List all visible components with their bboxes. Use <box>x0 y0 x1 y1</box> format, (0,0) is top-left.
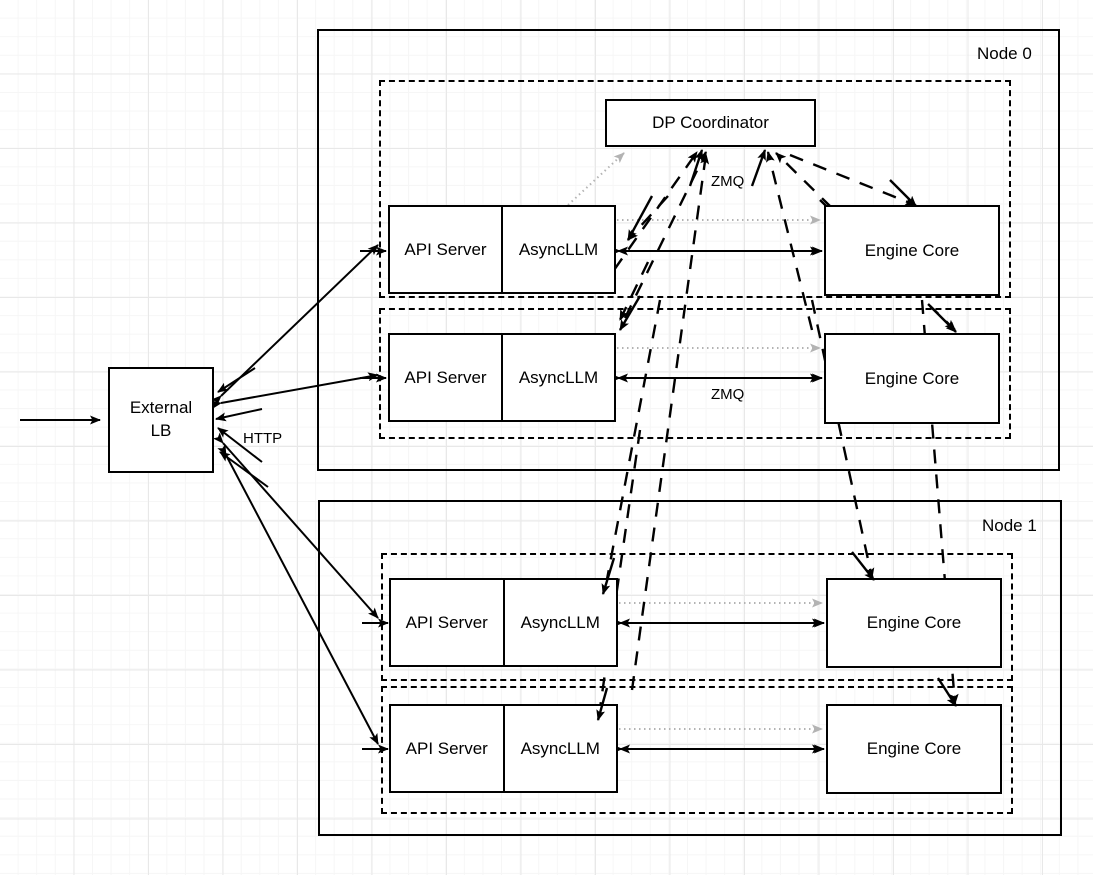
api-server-label: API Server <box>404 367 487 387</box>
node-0-dp-1-api-server-box[interactable]: API Server AsyncLLM <box>388 333 616 422</box>
external-lb-label-line1: External <box>129 398 193 418</box>
node-1-dp-0-api-server-label-cell: API Server <box>391 580 503 665</box>
node-0-dp-group-0 <box>379 80 1011 298</box>
engine-core-label: Engine Core <box>866 613 962 632</box>
external-lb-label-line2: LB <box>150 421 172 440</box>
api-server-label: API Server <box>404 239 487 259</box>
node-0-dp-1-async-llm-label-cell: AsyncLLM <box>501 335 614 420</box>
async-llm-label: AsyncLLM <box>518 367 599 387</box>
node-0-dp-0-api-server-box[interactable]: API Server AsyncLLM <box>388 205 616 294</box>
node-1-dp-1-api-server-label-cell: API Server <box>391 706 503 791</box>
engine-core-label: Engine Core <box>866 739 962 758</box>
node-0-dp-0-api-server-label-cell: API Server <box>390 207 501 292</box>
http-edge-label: HTTP <box>243 430 283 447</box>
node-0-dp-0-async-llm-label-cell: AsyncLLM <box>501 207 614 292</box>
engine-core-label: Engine Core <box>864 368 960 388</box>
node-1-dp-0-engine-core-box[interactable]: Engine Core <box>826 578 1002 668</box>
api-server-label: API Server <box>405 738 488 758</box>
node-1-dp-0-api-server-box[interactable]: API Server AsyncLLM <box>389 578 618 667</box>
node-1-dp-1-engine-core-box[interactable]: Engine Core <box>826 704 1002 794</box>
async-llm-label: AsyncLLM <box>520 738 600 758</box>
node-1-frame <box>318 500 1062 836</box>
node-1-label: Node 1 <box>982 516 1037 535</box>
node-0-label: Node 0 <box>977 44 1032 63</box>
node-0-dp-1-api-server-label-cell: API Server <box>390 335 501 420</box>
external-lb-box[interactable]: External LB <box>108 367 214 473</box>
node-1-dp-group-0 <box>381 553 1013 681</box>
node-1-dp-1-async-llm-label-cell: AsyncLLM <box>502 706 617 791</box>
zmq-edge-label-top: ZMQ <box>711 173 745 190</box>
async-llm-label: AsyncLLM <box>518 239 599 259</box>
node-0-frame <box>317 29 1060 471</box>
dp-coordinator-box[interactable]: DP Coordinator <box>605 99 816 147</box>
api-server-label: API Server <box>405 612 488 632</box>
zmq-edge-label-bottom: ZMQ <box>711 386 745 403</box>
async-llm-label: AsyncLLM <box>520 612 600 632</box>
node-1-dp-0-async-llm-label-cell: AsyncLLM <box>502 580 617 665</box>
node-0-dp-0-engine-core-box[interactable]: Engine Core <box>824 205 1000 296</box>
node-0-dp-1-engine-core-box[interactable]: Engine Core <box>824 333 1000 424</box>
engine-core-label: Engine Core <box>864 240 960 260</box>
dp-coordinator-label: DP Coordinator <box>652 113 769 132</box>
node-1-dp-1-api-server-box[interactable]: API Server AsyncLLM <box>389 704 618 793</box>
